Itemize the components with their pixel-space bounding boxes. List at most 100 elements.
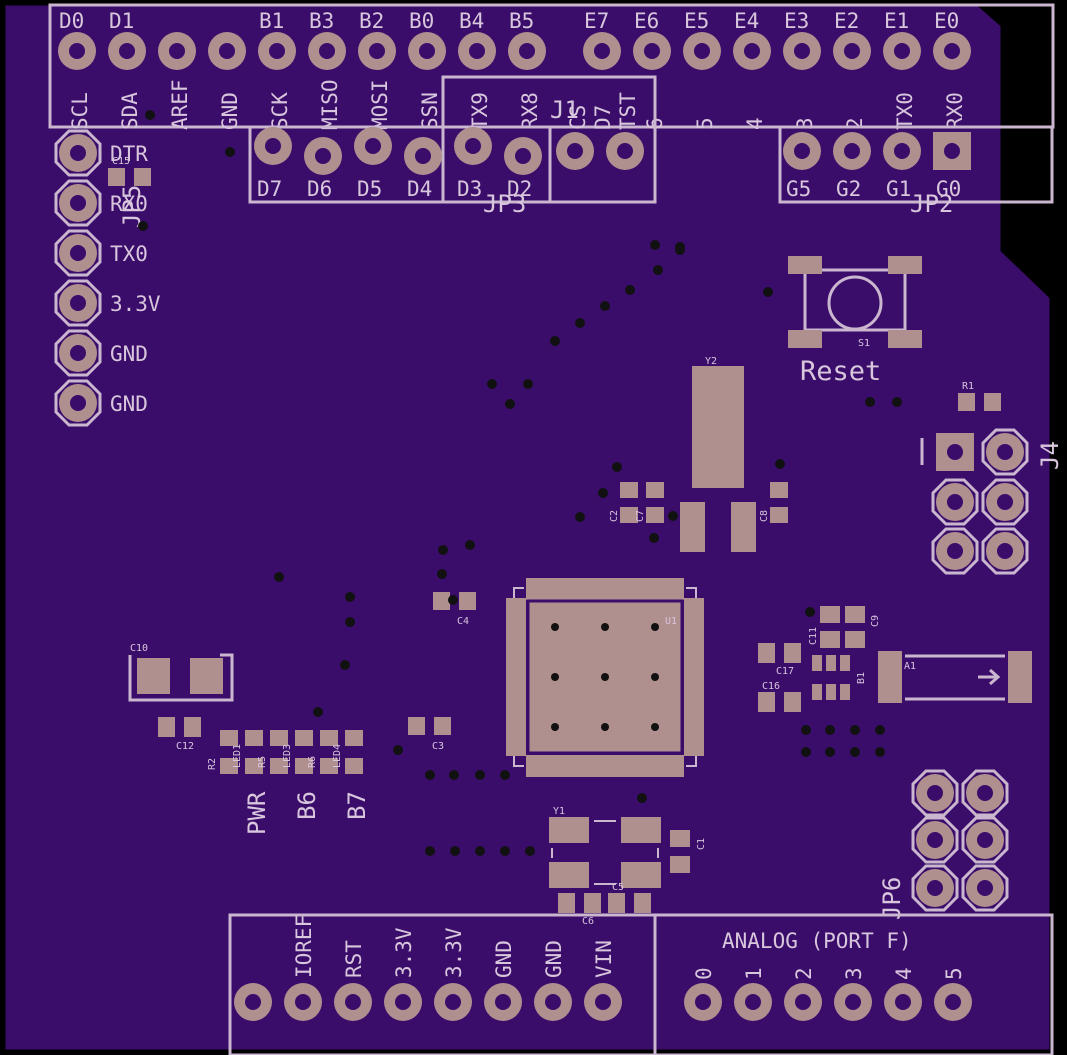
- via: [763, 287, 773, 297]
- cap-c3: C3: [408, 717, 451, 752]
- y1-pad: [621, 862, 661, 888]
- cap-c6: C6: [558, 893, 601, 927]
- c7-pad: [646, 482, 664, 498]
- reset-pad: [788, 330, 822, 348]
- via: [825, 725, 835, 735]
- y2-pad: [731, 502, 756, 552]
- jp6-pin-drill: [977, 880, 993, 896]
- c15-pad: [134, 168, 151, 186]
- j4-pin-drill: [997, 543, 1013, 559]
- jp2-label: JP2: [910, 190, 953, 218]
- jp3-pin-label: D6: [307, 177, 332, 201]
- via: [448, 595, 458, 605]
- power-header-pin-drill: [245, 994, 261, 1010]
- top-pin-label: B1: [259, 9, 284, 33]
- cap-c11: C11: [808, 606, 840, 648]
- top-pin-sublabel: RX0: [943, 92, 967, 130]
- via: [437, 569, 447, 579]
- power-pin-label: IOREF: [292, 915, 316, 978]
- top-pin-sublabel: MOSI: [368, 79, 392, 130]
- top-header-pin-drill: [69, 43, 85, 59]
- c2-label: C2: [609, 510, 620, 522]
- top-header-pin-drill: [419, 43, 435, 59]
- analog-pin-label: 5: [942, 967, 966, 980]
- via: [523, 379, 533, 389]
- c4-label: C4: [457, 616, 469, 627]
- top-pin-label: D1: [109, 9, 134, 33]
- cap-c7: C7: [635, 482, 664, 523]
- analog-title: ANALOG (PORT F): [722, 929, 912, 953]
- led-label-pwr: PWR: [243, 791, 271, 835]
- y2-body: [692, 366, 744, 488]
- top-header-pin-drill: [169, 43, 185, 59]
- analog-header-pin-drill: [695, 994, 711, 1010]
- c16-label: C16: [762, 681, 780, 692]
- via: [340, 660, 350, 670]
- cap-c9: C9: [845, 606, 881, 648]
- cap-c16: C16: [758, 681, 801, 712]
- r1-pad: [984, 393, 1001, 411]
- jp3-pin-label: D3: [457, 177, 482, 201]
- via: [653, 265, 663, 275]
- via: [668, 511, 678, 521]
- cap-c1: C1: [670, 830, 707, 873]
- top-header-pin-drill: [694, 43, 710, 59]
- jp2-pin-drill: [944, 143, 960, 159]
- power-header-pin-drill: [345, 994, 361, 1010]
- via: [487, 379, 497, 389]
- jp3-pin-drill: [415, 148, 431, 164]
- c3-label: C3: [432, 741, 444, 752]
- via: [875, 747, 885, 757]
- via: [550, 336, 560, 346]
- top-header-pin-drill: [519, 43, 535, 59]
- power-header-pin-drill: [295, 994, 311, 1010]
- jp6-pin-outline: [911, 769, 959, 817]
- left-header-pin-outline: [54, 329, 102, 377]
- r1-pad: [958, 393, 975, 411]
- jp3-inner-outline: [441, 75, 657, 204]
- led-pad: [320, 758, 338, 774]
- top-header-pin-drill: [794, 43, 810, 59]
- led-pad: [270, 758, 288, 774]
- reset-pad: [888, 330, 922, 348]
- cap-c2: C2: [609, 482, 638, 523]
- led-pad: [295, 758, 313, 774]
- c17-pad: [784, 643, 801, 663]
- a1-label: A1: [904, 661, 916, 672]
- jp3-pin-drill: [465, 138, 481, 154]
- c7-pad: [646, 507, 664, 523]
- c7-label: C7: [635, 510, 646, 522]
- c11-label: C11: [808, 627, 819, 645]
- left-header-pin-outline: [54, 129, 102, 177]
- top-pin-sublabel: SCL: [68, 92, 92, 130]
- s1-label: S1: [858, 338, 870, 349]
- y1-label: Y1: [553, 806, 565, 817]
- j4-pin-outline: [981, 478, 1029, 526]
- c1-pad: [670, 830, 690, 847]
- top-pin-sublabel: SDA: [118, 92, 142, 130]
- via: [475, 770, 485, 780]
- reset-label: Reset: [800, 356, 881, 387]
- c6-pad: [558, 893, 575, 913]
- via: [425, 846, 435, 856]
- c8-pad: [770, 482, 788, 498]
- c3-pad: [408, 717, 425, 735]
- analog-header-pin-drill: [845, 994, 861, 1010]
- via: [865, 397, 875, 407]
- top-pin-sublabel: TX0: [893, 92, 917, 130]
- top-pin-sublabel: 5: [693, 117, 717, 130]
- c12-pad: [158, 717, 175, 737]
- c12-label: C12: [176, 741, 194, 752]
- top-header-pin-drill: [844, 43, 860, 59]
- j4-pin-drill: [947, 444, 963, 460]
- left-pin-label: GND: [110, 392, 148, 416]
- power-pin-label: RST: [342, 940, 366, 978]
- cap-c17: C17: [758, 643, 801, 677]
- c5-label: C5: [612, 882, 624, 893]
- led-pad: [245, 730, 263, 746]
- led-label-b6: B6: [293, 791, 321, 820]
- b1-pad: [812, 684, 822, 700]
- u1-via: [651, 623, 659, 631]
- top-header-pin-drill: [894, 43, 910, 59]
- led-pad: [320, 730, 338, 746]
